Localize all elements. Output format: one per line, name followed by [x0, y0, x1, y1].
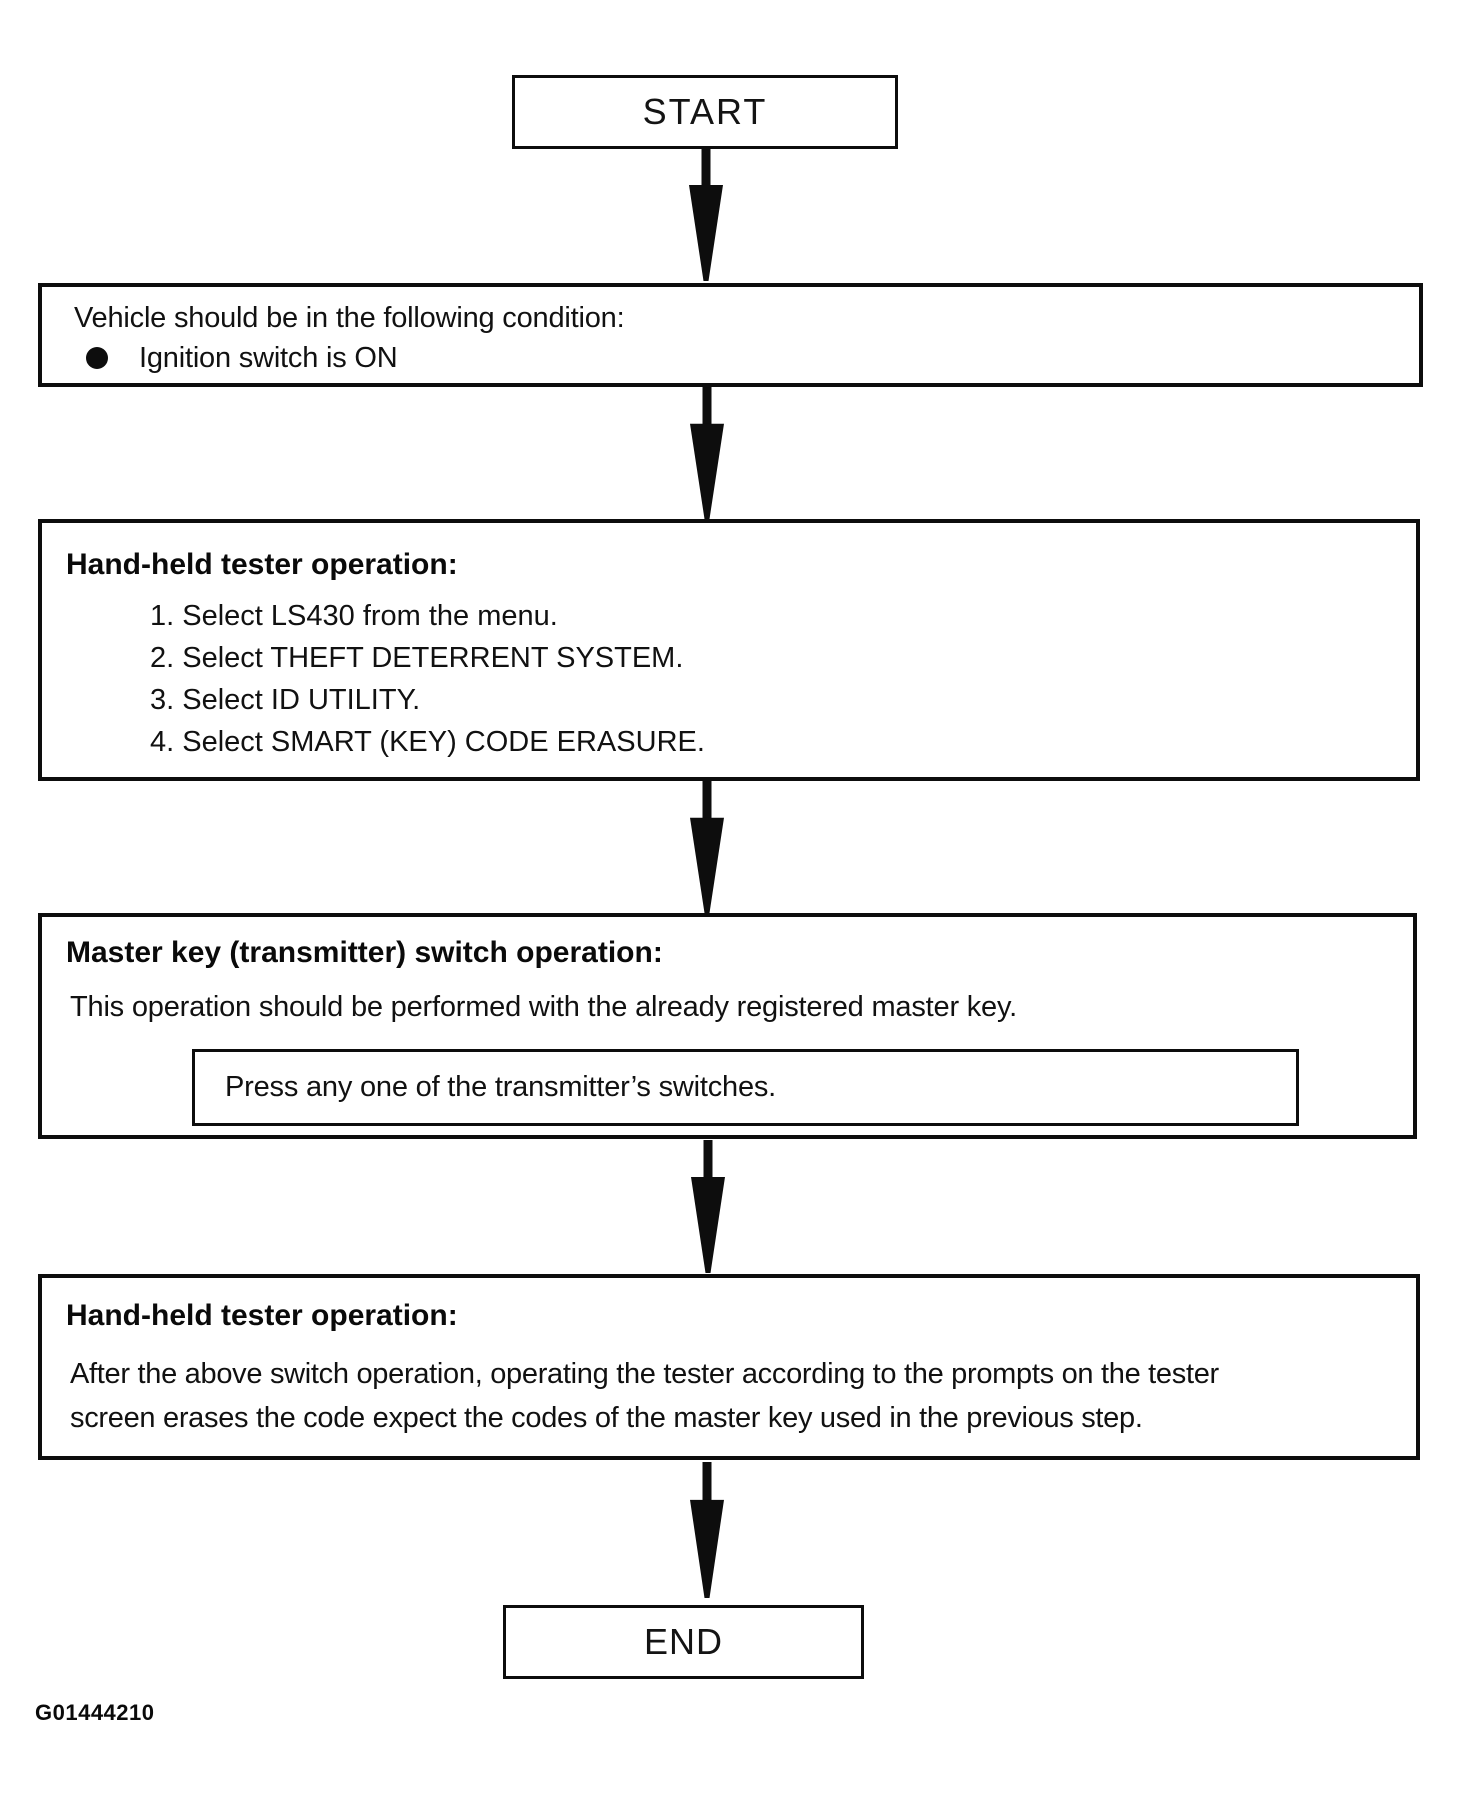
step-item: 4. Select SMART (KEY) CODE ERASURE.: [150, 726, 705, 758]
master-key-box: Master key (transmitter) switch operatio…: [38, 913, 1417, 1139]
bullet-icon: [86, 347, 108, 369]
down-arrow: [690, 781, 724, 913]
master-key-title: Master key (transmitter) switch operatio…: [66, 936, 663, 969]
tester-box1-steps: 1. Select LS430 from the menu. 2. Select…: [150, 595, 705, 763]
end-node: END: [503, 1605, 864, 1679]
master-key-body: This operation should be performed with …: [70, 991, 1017, 1023]
condition-box: Vehicle should be in the following condi…: [38, 283, 1423, 387]
down-arrow-icon: [690, 387, 724, 519]
step-item: 1. Select LS430 from the menu.: [150, 600, 558, 632]
down-arrow-icon: [690, 781, 724, 913]
body-line: After the above switch operation, operat…: [70, 1358, 1219, 1390]
down-arrow-icon: [689, 148, 723, 281]
start-label: START: [642, 91, 768, 132]
tester-box2-title: Hand-held tester operation:: [66, 1299, 458, 1332]
down-arrow: [690, 387, 724, 519]
condition-intro: Vehicle should be in the following condi…: [74, 302, 625, 334]
body-line: screen erases the code expect the codes …: [70, 1402, 1143, 1434]
action-box: Press any one of the transmitter’s switc…: [192, 1049, 1299, 1126]
down-arrow: [690, 1462, 724, 1598]
down-arrow-icon: [690, 1462, 724, 1598]
down-arrow: [691, 1140, 725, 1273]
figure-id-label: G01444210: [35, 1700, 155, 1725]
tester-operation-box-2: Hand-held tester operation: After the ab…: [38, 1274, 1420, 1460]
end-label: END: [643, 1621, 723, 1662]
down-arrow: [689, 148, 723, 281]
action-text: Press any one of the transmitter’s switc…: [225, 1071, 777, 1103]
step-item: 3. Select ID UTILITY.: [150, 684, 421, 716]
tester-box1-title: Hand-held tester operation:: [66, 548, 458, 581]
tester-box2-body: After the above switch operation, operat…: [70, 1352, 1219, 1440]
condition-bullet-item: Ignition switch is ON: [139, 342, 398, 374]
down-arrow-icon: [691, 1140, 725, 1273]
tester-operation-box-1: Hand-held tester operation: 1. Select LS…: [38, 519, 1420, 781]
step-item: 2. Select THEFT DETERRENT SYSTEM.: [150, 642, 684, 674]
start-node: START: [512, 75, 898, 149]
